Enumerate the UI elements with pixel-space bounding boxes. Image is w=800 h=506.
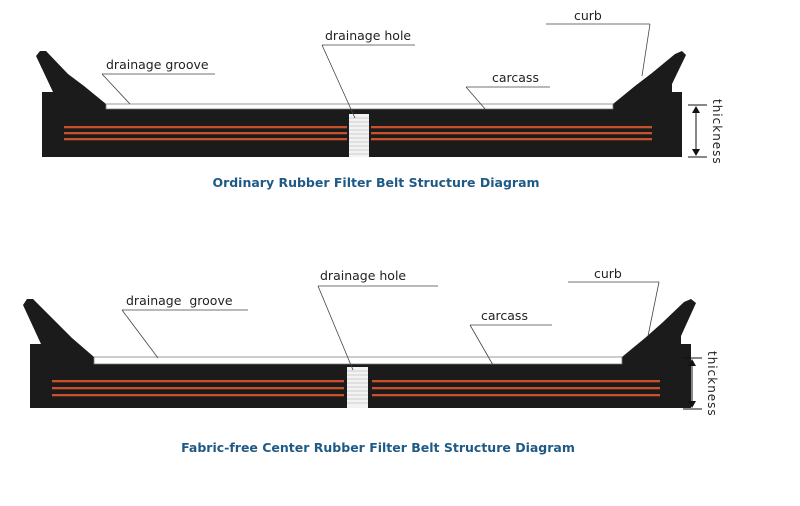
diagram-fabric-free: drainage groove drainage hole carcass cu…	[23, 266, 719, 455]
carcass-ply-2	[64, 132, 347, 135]
carcass-ply-4	[371, 126, 652, 129]
carcass-ply-6	[372, 394, 660, 397]
drainage-hole	[349, 114, 369, 157]
label-thickness: thickness	[705, 351, 719, 417]
label-carcass: carcass	[481, 308, 528, 323]
drainage-groove-surface	[93, 356, 623, 365]
caption-fabric-free: Fabric-free Center Rubber Filter Belt St…	[181, 440, 575, 455]
thickness-dimension	[688, 104, 707, 158]
label-drainage-hole: drainage hole	[325, 28, 411, 43]
label-drainage-hole: drainage hole	[320, 268, 406, 283]
label-carcass: carcass	[492, 70, 539, 85]
diagram-ordinary: drainage groove drainage hole carcass cu…	[36, 8, 724, 190]
carcass-ply-5	[372, 387, 660, 390]
carcass-layers	[64, 126, 652, 141]
caption-ordinary: Ordinary Rubber Filter Belt Structure Di…	[212, 175, 539, 190]
carcass-layers	[52, 380, 660, 397]
label-thickness: thickness	[710, 99, 724, 165]
carcass-ply-3	[52, 394, 344, 397]
label-curb: curb	[594, 266, 622, 281]
drainage-hole	[347, 367, 368, 408]
label-drainage-groove: drainage groove	[126, 293, 233, 308]
carcass-ply-4	[372, 380, 660, 383]
label-drainage-groove: drainage groove	[106, 57, 209, 72]
drainage-groove-surface	[105, 103, 614, 110]
carcass-ply-3	[64, 138, 347, 141]
thickness-dimension	[683, 357, 702, 410]
carcass-ply-1	[52, 380, 344, 383]
carcass-ply-5	[371, 132, 652, 135]
label-curb: curb	[574, 8, 602, 23]
carcass-ply-2	[52, 387, 344, 390]
belt-body	[36, 51, 686, 157]
carcass-ply-1	[64, 126, 347, 129]
carcass-ply-6	[371, 138, 652, 141]
